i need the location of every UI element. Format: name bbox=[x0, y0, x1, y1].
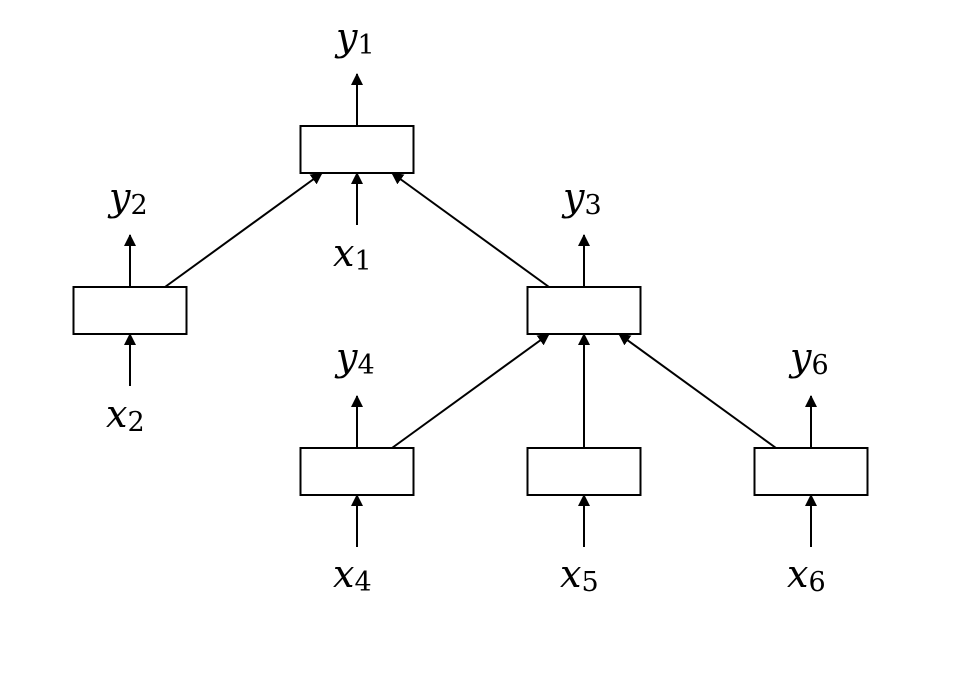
node-box-n4 bbox=[299, 447, 415, 496]
edge-n4-to-n3 bbox=[391, 333, 550, 449]
node-box-n6 bbox=[753, 447, 869, 496]
edge-n2-to-n1 bbox=[164, 172, 323, 288]
label-y1: y1 bbox=[334, 15, 375, 61]
node-group bbox=[72, 73, 869, 547]
label-y3: y3 bbox=[561, 175, 602, 221]
node-box-n3 bbox=[526, 286, 642, 335]
label-y2: y2 bbox=[107, 175, 148, 221]
label-x5: x5 bbox=[560, 552, 599, 598]
label-x6: x6 bbox=[787, 552, 826, 598]
edge-n6-to-n3 bbox=[618, 333, 777, 449]
label-x1: x1 bbox=[333, 231, 372, 277]
node-box-n5 bbox=[526, 447, 642, 496]
label-y6: y6 bbox=[788, 335, 829, 381]
node-box-n1 bbox=[299, 125, 415, 174]
edge-n3-to-n1 bbox=[391, 172, 550, 288]
node-box-n2 bbox=[72, 286, 188, 335]
label-x4: x4 bbox=[333, 552, 372, 598]
label-x2: x2 bbox=[106, 392, 145, 438]
edge-group bbox=[164, 172, 777, 449]
label-y4: y4 bbox=[334, 335, 375, 381]
